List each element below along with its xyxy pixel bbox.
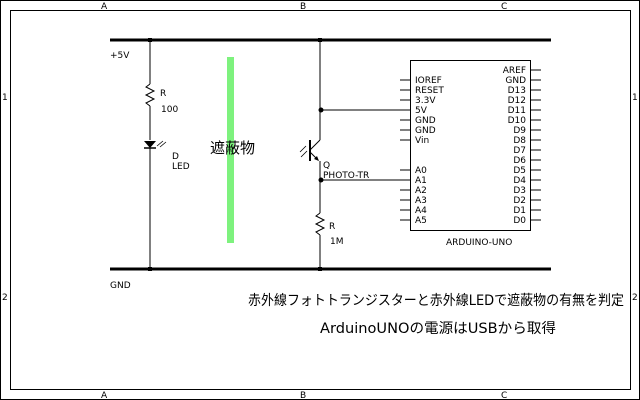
pin-5v: 5V — [415, 106, 428, 116]
pin-a0: A0 — [415, 166, 427, 176]
arduino-right-pins — [531, 69, 541, 221]
inner-frame — [10, 10, 631, 390]
note-line-2: ArduinoUNOの電源はUSBから取得 — [320, 320, 556, 337]
r2-ref: R — [329, 222, 335, 232]
arduino-name: ARDUINO-UNO — [446, 238, 512, 248]
pin-d10: D10 — [508, 116, 527, 126]
pin-d13: D13 — [508, 86, 526, 96]
obstacle-bar — [227, 57, 234, 243]
pin-gnd-1: GND — [415, 116, 436, 126]
led-ref: D — [172, 152, 179, 162]
r2-value: 1M — [330, 237, 344, 247]
pin-d0: D0 — [513, 216, 526, 226]
note-line-1: 赤外線フォトトランジスターと赤外線LEDで遮蔽物の有無を判定 — [248, 293, 624, 309]
pin-3v3: 3.3V — [415, 96, 436, 106]
resistor-r2 — [314, 212, 326, 271]
q1-ref: Q — [323, 161, 330, 171]
col-label-b-bottom: B — [300, 391, 306, 400]
pin-vin: Vin — [415, 136, 429, 146]
pin-d11: D11 — [508, 106, 526, 116]
pin-d6: D6 — [513, 156, 526, 166]
arduino-body — [410, 60, 531, 231]
pin-d4: D4 — [513, 176, 526, 186]
obstacle-label: 遮蔽物 — [210, 139, 255, 157]
pin-a4: A4 — [415, 206, 427, 216]
r1-ref: R — [160, 89, 166, 99]
col-label-c-top: C — [501, 2, 507, 12]
gnd-label: GND — [110, 281, 131, 291]
col-label-b-top: B — [300, 2, 306, 12]
pin-d5: D5 — [513, 166, 526, 176]
q1-value: PHOTO-TR — [323, 171, 369, 181]
row-label-2-right: 2 — [632, 293, 638, 303]
col-label-a-top: A — [101, 2, 108, 12]
pin-a1: A1 — [415, 176, 427, 186]
pin-gnd-r: GND — [505, 76, 526, 86]
pin-a5: A5 — [415, 216, 427, 226]
pin-ioref: IOREF — [415, 76, 442, 86]
pin-d12: D12 — [508, 96, 526, 106]
pin-d1: D1 — [513, 206, 526, 216]
row-label-2-left: 2 — [2, 293, 8, 303]
pin-aref: AREF — [503, 66, 526, 76]
resistor-r1 — [144, 38, 156, 140]
pin-a3: A3 — [415, 196, 427, 206]
r1-value: 100 — [161, 105, 178, 115]
col-label-a-bottom: A — [101, 391, 108, 400]
pin-reset: RESET — [415, 86, 444, 96]
pin-d2: D2 — [513, 196, 526, 206]
phototransistor-icon — [299, 38, 390, 213]
pin-d9: D9 — [513, 126, 526, 136]
pin-gnd-2: GND — [415, 126, 436, 136]
arduino-left-pins — [390, 79, 410, 221]
led-value: LED — [172, 162, 190, 172]
pin-a2: A2 — [415, 186, 427, 196]
col-label-c-bottom: C — [501, 391, 507, 400]
led-icon — [144, 140, 167, 271]
pin-d7: D7 — [513, 146, 526, 156]
pin-d8: D8 — [513, 136, 526, 146]
row-label-1-right: 1 — [632, 93, 638, 103]
row-label-1-left: 1 — [2, 93, 8, 103]
vcc-label: +5V — [110, 51, 130, 61]
pin-d3: D3 — [513, 186, 526, 196]
